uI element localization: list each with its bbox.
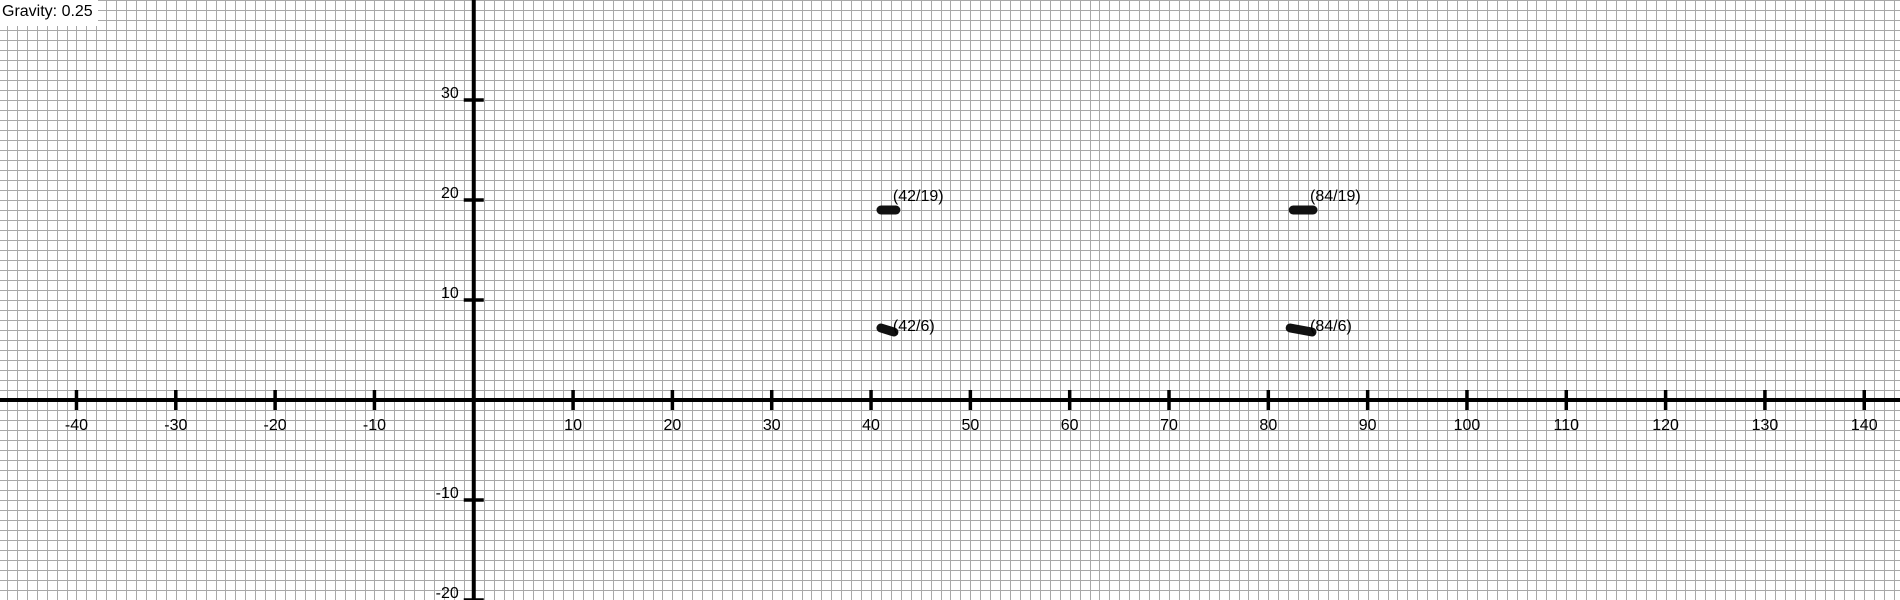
x-tick-label: -20 — [264, 417, 287, 434]
point-label: (84/6) — [1310, 318, 1352, 335]
x-tick-label: 40 — [862, 417, 880, 434]
axis-ticks: -40 -30 -20 -10 10 20 30 40 50 60 70 80 90 100 110 120 1… — [65, 85, 1878, 600]
y-tick-label: -10 — [436, 485, 459, 502]
x-tick-label: -10 — [363, 417, 386, 434]
point-label: (42/6) — [893, 318, 935, 335]
x-tick-label: 90 — [1359, 417, 1377, 434]
data-point[interactable] — [1285, 323, 1317, 337]
y-tick-label: 30 — [441, 85, 459, 102]
x-tick-label: 10 — [564, 417, 582, 434]
x-tick-label: 100 — [1454, 417, 1481, 434]
x-tick-label: 80 — [1259, 417, 1277, 434]
y-tick-label: -20 — [436, 585, 459, 600]
x-tick-label: 50 — [961, 417, 979, 434]
y-tick-label: 20 — [441, 185, 459, 202]
x-tick-label: 20 — [664, 417, 682, 434]
x-tick-label: 70 — [1160, 417, 1178, 434]
point-label: (84/19) — [1310, 188, 1361, 205]
x-tick-label: -30 — [164, 417, 187, 434]
x-tick-label: 140 — [1851, 417, 1878, 434]
data-points: (42/19) (84/19) (42/6) (84/6) — [876, 188, 1361, 337]
data-point[interactable] — [876, 323, 899, 337]
x-tick-label: 110 — [1554, 417, 1580, 434]
x-tick-label: -40 — [65, 417, 88, 434]
y-tick-label: 10 — [441, 285, 459, 302]
point-label: (42/19) — [893, 188, 944, 205]
x-tick-label: 30 — [763, 417, 781, 434]
gravity-readout: Gravity: 0.25 — [0, 0, 98, 26]
gravity-label: Gravity: 0.25 — [2, 3, 93, 20]
x-tick-label: 130 — [1752, 417, 1779, 434]
x-tick-label: 120 — [1652, 417, 1679, 434]
x-tick-label: 60 — [1061, 417, 1079, 434]
